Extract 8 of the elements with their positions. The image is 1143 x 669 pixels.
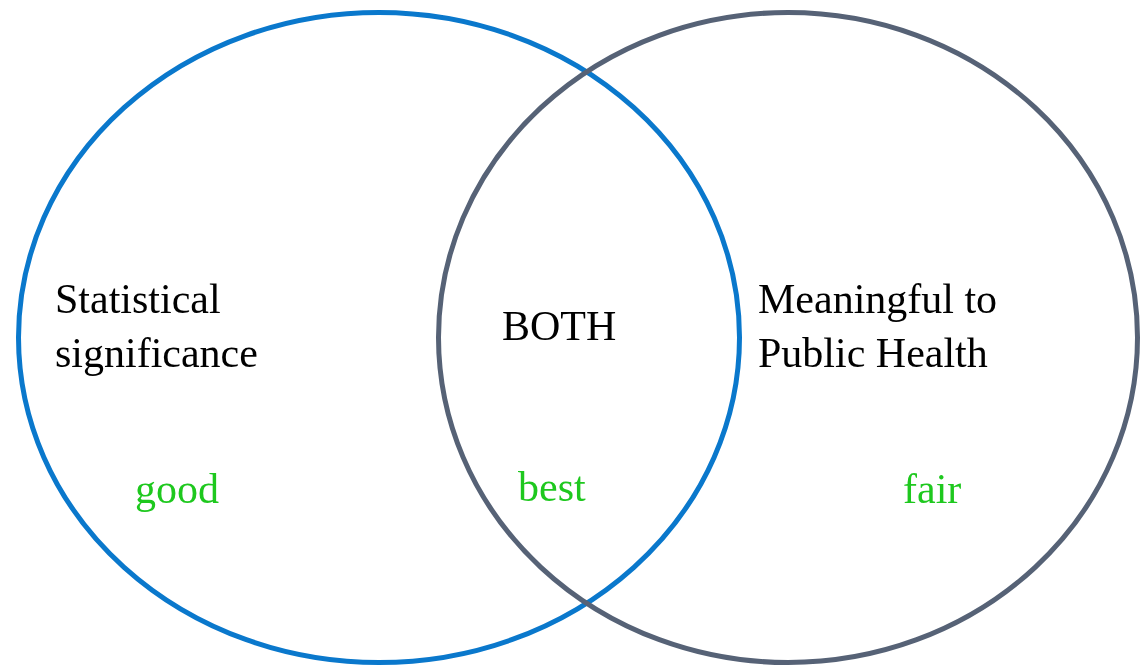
overlap-label: BOTH [502, 302, 617, 351]
rating-text: good [135, 465, 220, 514]
rating-text: fair [903, 465, 963, 514]
circle-label: Statistical significance [55, 275, 259, 378]
venn-circle [16, 10, 742, 665]
circle-label: Meaningful to Public Health [758, 275, 999, 378]
venn-circle [436, 10, 1140, 665]
rating-text: best [518, 463, 586, 512]
